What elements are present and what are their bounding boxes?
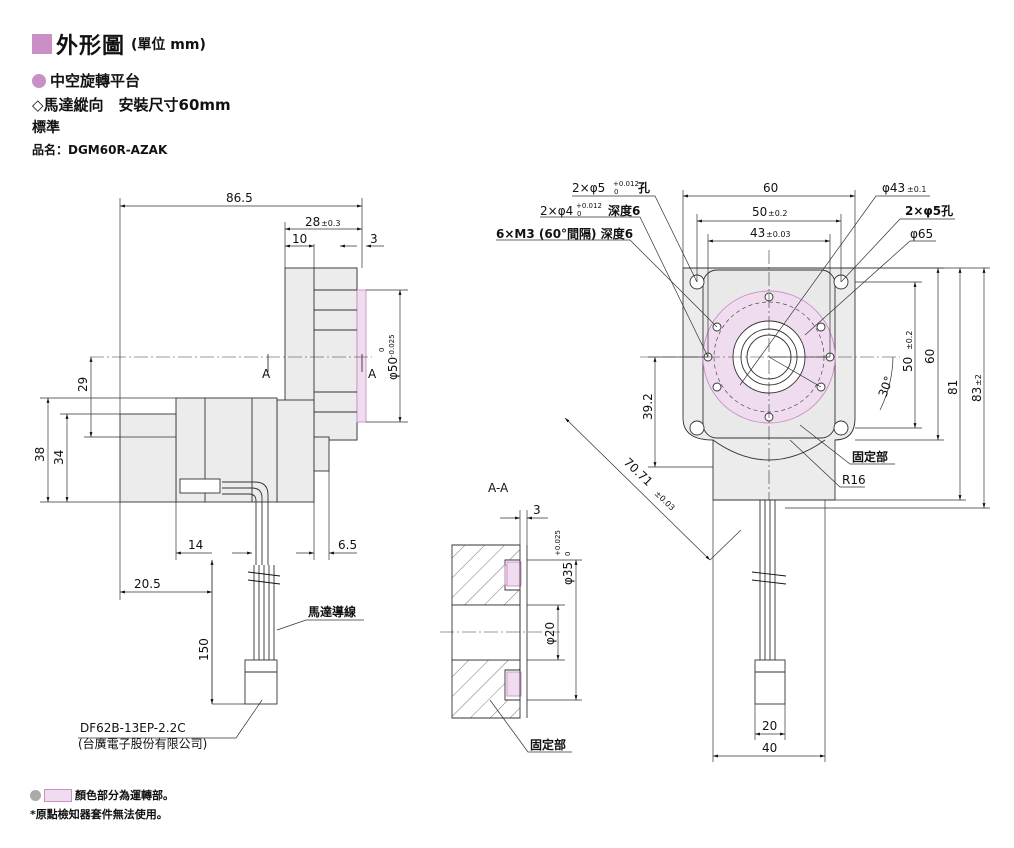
motor-rear (119, 413, 177, 503)
dim-34: 34 (52, 450, 66, 465)
front-dim-43-tol: ±0.03 (766, 230, 791, 239)
table-flange (313, 267, 358, 441)
front-dim-43: 43 (750, 226, 765, 240)
dim-phi50-tol-bot: -0.025 (388, 334, 396, 357)
dim-150: 150 (197, 638, 211, 661)
motor-orientation: ◇馬達縱向 安裝尺寸60mm (32, 96, 231, 114)
front-dim-phi43: φ43 (882, 181, 905, 195)
gear-housing (276, 399, 315, 503)
front-diag: 70.71 (621, 455, 655, 489)
grey-dot-icon (30, 789, 41, 801)
side-view (90, 267, 372, 705)
footnote-note: *原點檢知器套件無法使用。 (30, 808, 168, 821)
front-dim-50-tol: ±0.2 (768, 209, 787, 218)
hole4-tol-top: +0.012 (576, 202, 602, 210)
front-dim-50: 50 (752, 205, 767, 219)
category-text: 中空旋轉平台 (50, 72, 141, 90)
rotating-face (356, 289, 367, 423)
product-name: 品名：DGM60R-AZAK (32, 143, 168, 157)
motor-lead-label: 馬達導線 (308, 604, 356, 619)
section-view (440, 544, 560, 719)
hole5-suffix: 孔 (638, 181, 650, 195)
product-category: 中空旋轉平台 (32, 70, 140, 91)
side-labels: 86.5 28 ±0.3 10 3 A A φ50 0 -0.025 29 38… (33, 191, 400, 751)
motor-connector (244, 659, 278, 705)
sec-dim-phi35: φ35 (561, 562, 575, 585)
front-dim-83: 83 (970, 387, 984, 402)
dim-6-5: 6.5 (338, 538, 357, 552)
section-mark-left: A (262, 367, 271, 381)
front-hole5b: 2×φ5孔 (905, 204, 953, 218)
sec-dim-3: 3 (533, 503, 541, 517)
section-dimensions (489, 510, 582, 753)
front-angle-30: 30° (876, 374, 896, 399)
dim-28: 28 (305, 215, 320, 229)
section-label: A-A (488, 481, 509, 495)
hole5-tol-top: +0.012 (613, 180, 639, 188)
title-square-icon (32, 34, 52, 54)
dim-14: 14 (188, 538, 203, 552)
footnote-rotating-text: 顏色部分為運轉部。 (75, 789, 174, 802)
section-mark-right: A (368, 367, 377, 381)
front-dim-20: 20 (762, 719, 777, 733)
front-diag-tol: ±0.03 (653, 489, 677, 513)
sec-dim-phi35-tol-top: +0.025 (554, 530, 562, 556)
standard-label: 標準 (32, 120, 60, 136)
footnote-rotating: 顏色部分為運轉部。 (30, 787, 174, 803)
hole4-suffix: 深度6 (608, 203, 640, 218)
front-dim-60v: 60 (923, 349, 937, 364)
front-r16: R16 (842, 473, 866, 487)
front-dim-50v-tol: ±0.2 (905, 331, 914, 350)
unit-text: (單位 mm) (131, 37, 206, 53)
front-dim-phi43-tol: ±0.1 (907, 185, 926, 194)
hole4-label: 2×φ4 (540, 204, 573, 218)
front-dim-81: 81 (946, 380, 960, 395)
dim-10: 10 (292, 232, 307, 246)
pink-swatch-icon (44, 788, 72, 802)
dim-phi50: φ50 (386, 357, 400, 380)
front-view (640, 250, 900, 705)
section-title: 外形圖 (單位 mm) (32, 28, 206, 60)
front-dim-39-2: 39.2 (641, 393, 655, 420)
front-labels: 2×φ5 +0.012 0 孔 2×φ4 +0.012 0 深度6 6×M3 (… (496, 180, 984, 755)
side-dimensions (40, 198, 408, 739)
dim-86-5: 86.5 (226, 191, 253, 205)
front-dim-60: 60 (763, 181, 778, 195)
front-connector (754, 659, 786, 705)
dim-20-5: 20.5 (134, 577, 161, 591)
front-dim-83-tol: ±2 (974, 374, 983, 386)
dim-29: 29 (76, 377, 90, 392)
sec-dim-phi20: φ20 (543, 622, 557, 645)
sec-fixed-part-label: 固定部 (530, 737, 566, 752)
hole5-label: 2×φ5 (572, 181, 605, 195)
connector-maker-label: (台廣電子股份有限公司) (78, 736, 207, 751)
dim-28-tol: ±0.3 (321, 219, 340, 228)
dim-phi50-tol-top: 0 (378, 348, 386, 352)
hole4-tol-bot: 0 (577, 210, 581, 218)
front-fixed-part: 固定部 (852, 449, 888, 464)
m3-label: 6×M3 (60°間隔) 深度6 (496, 226, 633, 241)
dim-38: 38 (33, 447, 47, 462)
dim-3: 3 (370, 232, 378, 246)
title-text: 外形圖 (56, 34, 126, 59)
bullet-circle-icon (32, 73, 46, 88)
hole5-tol-bot: 0 (614, 188, 618, 196)
front-dim-phi65: φ65 (910, 227, 933, 241)
front-dim-50v: 50 (901, 357, 915, 372)
connector-part-label: DF62B-13EP-2.2C (80, 721, 186, 735)
front-dimensions (496, 190, 990, 762)
sec-dim-phi35-tol-bot: 0 (564, 552, 572, 556)
front-dim-40: 40 (762, 741, 777, 755)
